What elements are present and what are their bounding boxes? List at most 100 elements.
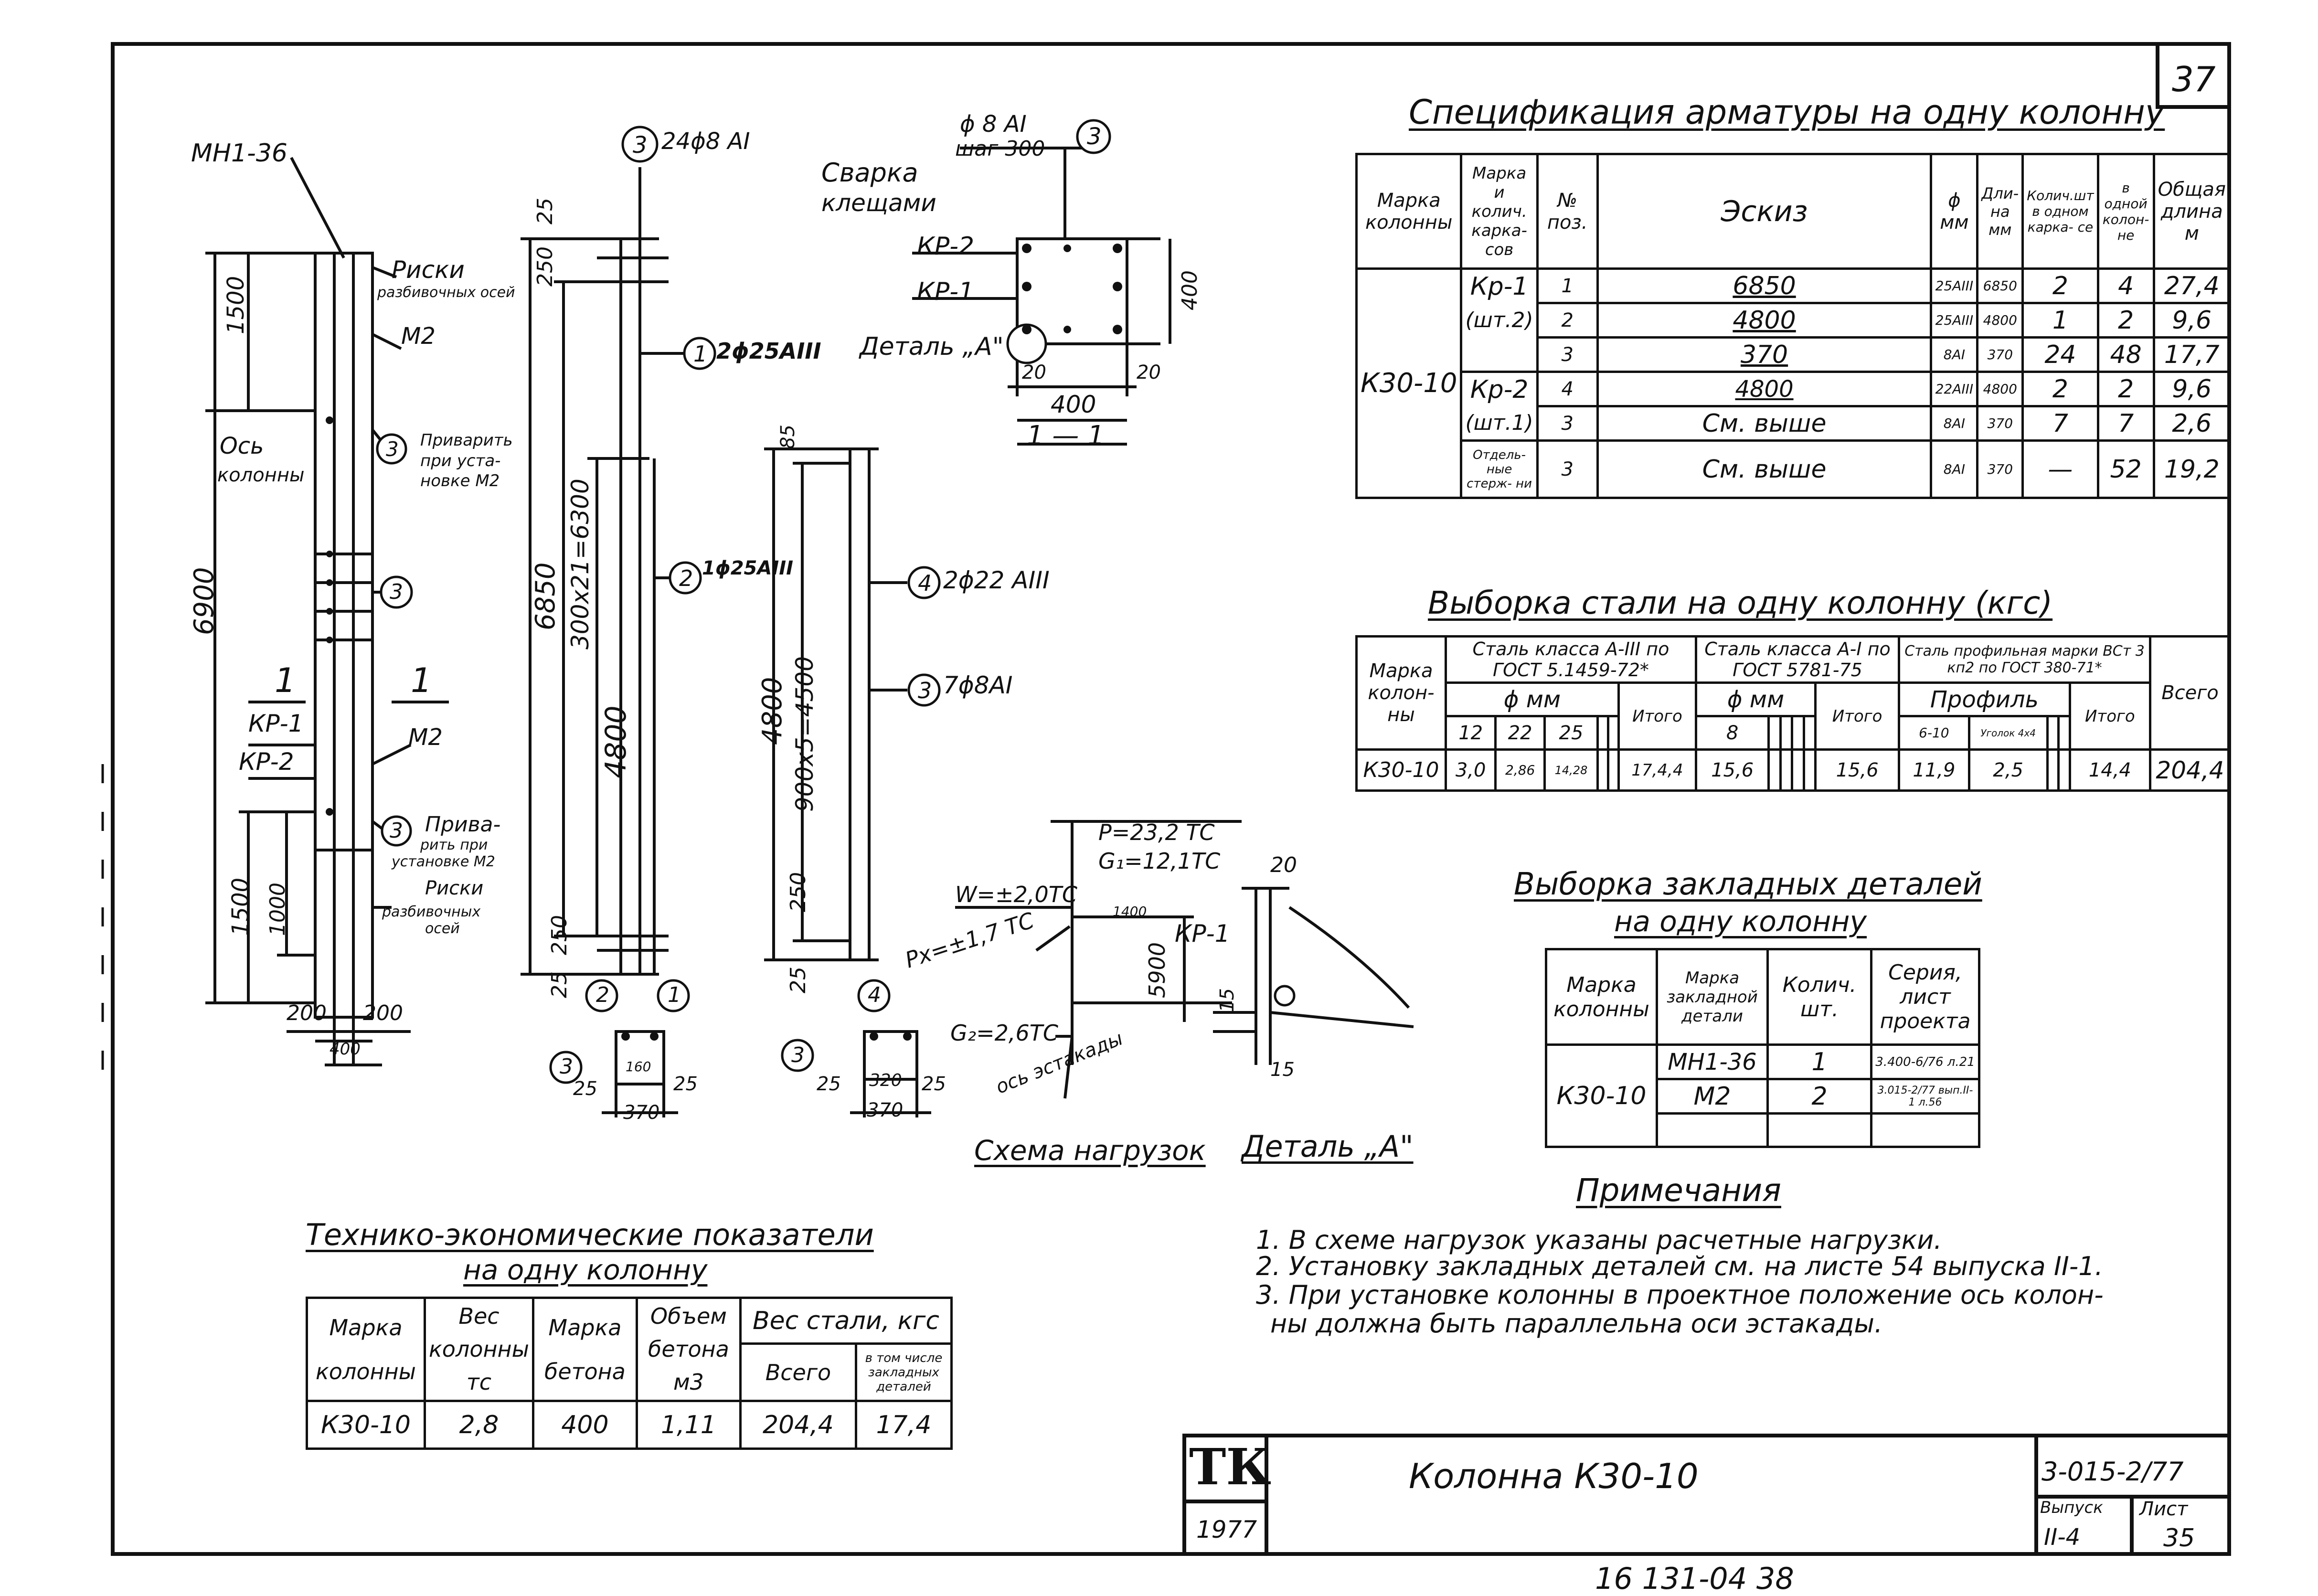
spec-d-3: 22АIII (1930, 371, 1979, 407)
sec-kr2-dim-25-a: 25 (817, 1073, 841, 1095)
razbiv-label-2: разбивочных (382, 904, 481, 920)
m2-label-top: М2 (401, 323, 436, 350)
note-3: 3. При установке колонны в проектное пол… (1256, 1280, 2104, 1310)
caption-detail-a: Деталь „А" (1242, 1129, 1414, 1164)
spec-h-mark: Марка колонны (1355, 153, 1463, 270)
steel-row-a3-empty2 (1606, 748, 1620, 792)
stamp-vypusk: II-4 (2044, 1524, 2081, 1551)
section-1-1-title: 1 — 1 (1027, 420, 1105, 451)
spec-frame-2 (1460, 337, 1539, 373)
dim-1400: 1400 (1113, 904, 1147, 919)
steel-h-d8: 8 (1694, 715, 1770, 751)
spec-sketch-5: См. выше (1596, 439, 1933, 499)
spec-pos-3: 4 (1536, 371, 1599, 407)
steel-h-a1-empty1 (1767, 715, 1782, 751)
steel-h-vsego: Всего (2149, 635, 2231, 751)
tech-row-volume: 1,11 (635, 1400, 742, 1450)
emb-h-mark: Марка колонны (1545, 948, 1658, 1046)
emb-series-0: 3.400-6/76 л.21 (1870, 1043, 1980, 1080)
sec-kr1-dim-25-a: 25 (573, 1078, 597, 1100)
spec-len-1: 4800 (1976, 302, 2024, 339)
spec-pos-1: 2 (1536, 302, 1599, 339)
emb-detail-1: М2 (1656, 1078, 1769, 1115)
steel-row-v12: 3,0 (1444, 748, 1497, 792)
steel-h-a1-empty4 (1802, 715, 1817, 751)
embedded-table: Марка колонны Марка закладной детали Кол… (1545, 948, 1980, 1148)
steel-h-a3-empty1 (1596, 715, 1609, 751)
embedded-title-1: Выборка закладных деталей (1514, 867, 1982, 902)
steel-row-v22: 2,86 (1494, 748, 1546, 792)
load-w: W=±2,0ТС (955, 882, 1077, 907)
weld-note-2c: установке М2 (392, 853, 495, 870)
tech-row-steel-all: 204,4 (739, 1400, 857, 1450)
section-mark-1-left: 1 (275, 661, 296, 700)
steel-h-a1-empty3 (1791, 715, 1805, 751)
dim-1500-bottom: 1500 (227, 877, 254, 936)
sheet-frame (111, 42, 2231, 1556)
spec-h-pos: № поз. (1536, 153, 1599, 270)
spec-h-len: Дли- на мм (1976, 153, 2024, 270)
sec-dim-400: 400 (1051, 391, 1096, 418)
steel-h-p1: 6-10 (1898, 715, 1970, 751)
razbiv-label-2b: осей (425, 920, 460, 937)
steel-h-a1: Сталь класса А-I по ГОСТ 5781-75 (1694, 635, 1901, 684)
spec-h-d: ϕ мм (1930, 153, 1979, 270)
bar-1f25-label: 1ϕ25АIII (702, 557, 793, 579)
axis-label: Ось (220, 433, 264, 459)
dim-900x5: 900х5=4500 (791, 656, 819, 812)
callout-2-num: 2 (679, 565, 693, 591)
spec-sketch-3: 4800 (1596, 371, 1933, 407)
callout-4-num: 4 (918, 570, 932, 596)
spec-d-2: 8АI (1930, 336, 1979, 373)
dim-250-kr2: 250 (786, 872, 810, 912)
detail-dim-15-b: 15 (1270, 1059, 1295, 1081)
embedded-title-2: на одну колонну (1614, 905, 1867, 938)
dim-200-left: 200 (287, 1001, 327, 1025)
emb-empty-2 (1766, 1112, 1872, 1148)
riski-label-2: Риски (425, 877, 484, 899)
steel-row-a1-empty3 (1791, 748, 1805, 792)
spec-pos-0: 1 (1536, 267, 1599, 304)
spec-len-0: 6850 (1976, 267, 2024, 304)
m2-label-mid: М2 (408, 724, 443, 751)
axis-label-column: колонны (217, 464, 305, 486)
cage-kr2-drawing (764, 447, 907, 961)
spec-total-1: 9,6 (2152, 302, 2232, 339)
spec-total-0: 27,4 (2152, 267, 2232, 304)
callout-1-sec: 1 (668, 983, 681, 1007)
spec-n2-2: 48 (2096, 336, 2155, 373)
steel-h-p2: Уголок 4х4 (1967, 715, 2049, 751)
load-g2: G₂=2,6ТС (950, 1020, 1059, 1046)
callout-4-sec: 4 (868, 983, 881, 1007)
spec-h-n2: в одной колон- не (2096, 153, 2155, 270)
load-p: P=23,2 ТС (1098, 819, 1215, 845)
steel-h-prof: Сталь профильная марки ВСт 3 кп2 по ГОСТ… (1898, 635, 2151, 684)
steel-h-p-empty2 (2057, 715, 2071, 751)
sec-kr2-label: КР-2 (917, 232, 975, 261)
weld-note-1b: при уста- (420, 451, 501, 470)
spec-h-sketch: Эскиз (1596, 153, 1933, 270)
stamp-logo-divider (1182, 1500, 1268, 1503)
spec-total-4: 2,6 (2152, 405, 2232, 442)
dim-1000: 1000 (266, 883, 290, 936)
bar-24f8-label: 24ϕ8 АI (661, 128, 750, 155)
detail-a-ref: Деталь „А" (860, 332, 1004, 361)
spec-col-mark: К30-10 (1355, 267, 1463, 499)
spec-n2-3: 2 (2096, 371, 2155, 407)
sec-kr1-label: КР-1 (917, 277, 975, 306)
mark-mn1-36: МН1-36 (191, 139, 287, 168)
sec-dim-400-vert: 400 (1178, 270, 1202, 310)
emb-h-series: Серия, лист проекта (1870, 948, 1980, 1046)
tech-h-steel: Вес стали, кгс (739, 1297, 953, 1345)
steel-row-it3: 14,4 (2068, 748, 2152, 792)
detail-a-drawing (1213, 887, 1414, 1065)
spec-pos-2: 3 (1536, 336, 1599, 373)
dim-6900: 6900 (189, 567, 220, 635)
spec-d-4: 8АI (1930, 405, 1979, 442)
dim-250-bottom: 250 (547, 915, 572, 955)
cage-section-bottom (602, 1030, 931, 1117)
callout-3-sec-num: 3 (1087, 123, 1102, 150)
dim-200-right: 200 (363, 1001, 403, 1025)
detail-dim-20: 20 (1270, 853, 1297, 877)
callout-3-a (376, 433, 407, 465)
